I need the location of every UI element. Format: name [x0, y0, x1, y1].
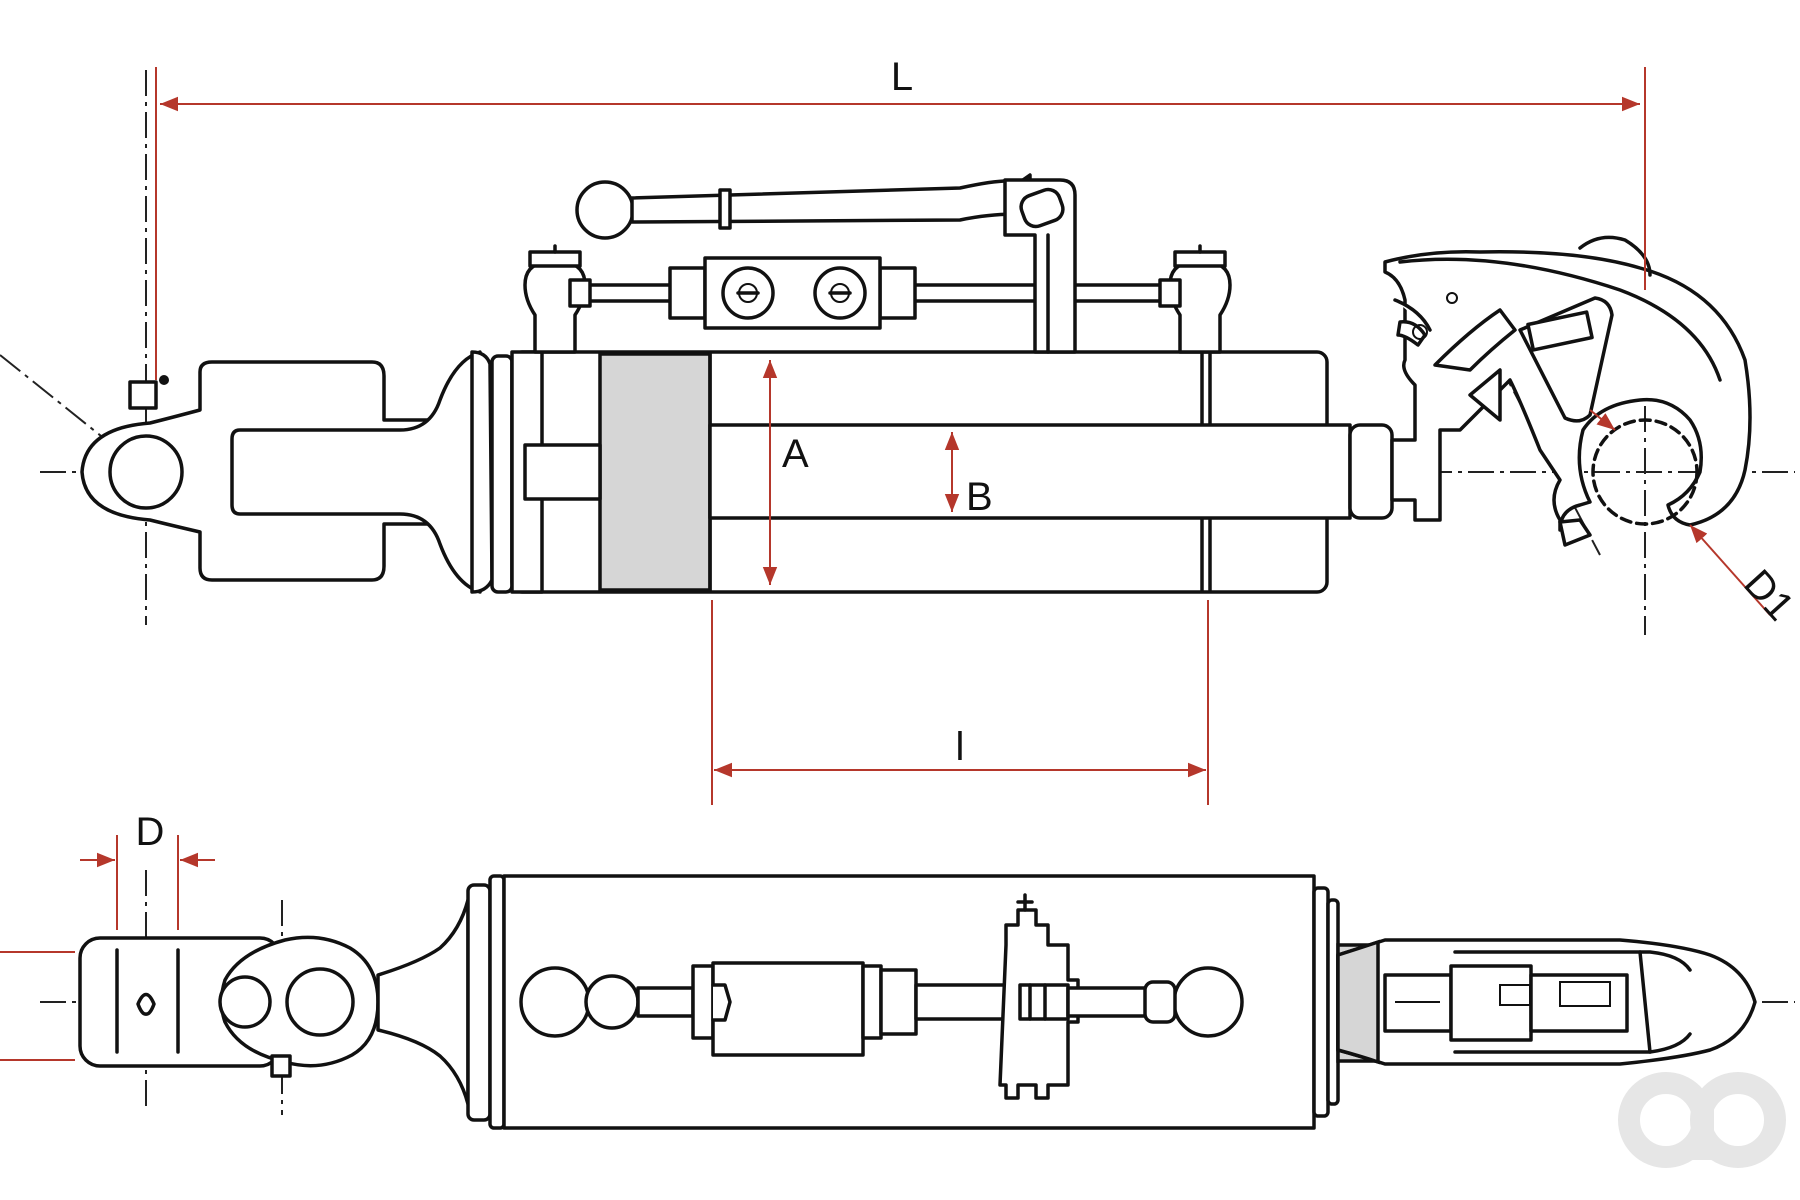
valve-assembly: [523, 244, 1232, 354]
plan-hose: [519, 893, 1244, 1100]
label-L: L: [891, 55, 913, 99]
ball-socket: [1591, 418, 1699, 526]
plan-hook: [1336, 938, 1757, 1066]
dimension-B: B: [944, 432, 993, 519]
label-B: B: [966, 475, 993, 519]
hook-assembly: [1383, 235, 1752, 547]
eye-link: [218, 935, 380, 1078]
plan-neck: [376, 883, 492, 1122]
plan-view: D: [0, 810, 1795, 1130]
dimension-A: A: [762, 360, 809, 585]
dimension-D: D: [80, 810, 215, 930]
dimension-stroke: l: [711, 600, 1209, 805]
watermark-logo: [1618, 1072, 1786, 1168]
left-eye-hole: [108, 434, 184, 510]
piston-rod: [523, 423, 1394, 520]
side-view: L A B l D1: [0, 55, 1800, 805]
grease-nipple: [128, 380, 158, 410]
piston-section: [598, 352, 712, 592]
label-D: D: [136, 810, 165, 854]
label-D1: D1: [1735, 562, 1800, 629]
label-stroke: l: [956, 725, 965, 769]
label-A: A: [782, 432, 809, 476]
left-diagonal-centerline: [0, 354, 147, 473]
lever-handle: [575, 173, 1077, 354]
dimension-L: L: [155, 55, 1646, 380]
